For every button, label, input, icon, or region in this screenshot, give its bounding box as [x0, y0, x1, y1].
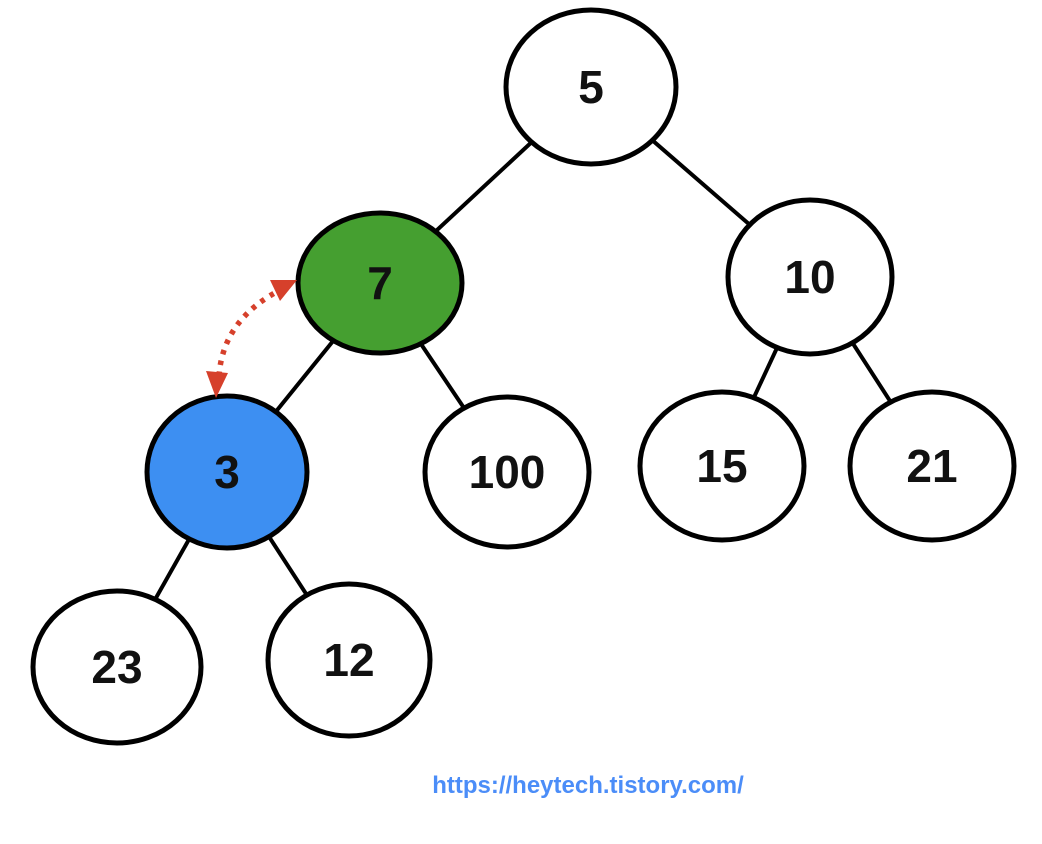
swap-arrowhead-bottom-icon	[206, 371, 228, 398]
swap-arrow	[206, 280, 297, 398]
node-circle	[503, 7, 679, 167]
swap-arrow-curve	[216, 285, 286, 377]
node-circle	[144, 393, 310, 551]
tree-node-23: 23	[30, 588, 204, 746]
node-label: 7	[367, 257, 393, 309]
node-label: 10	[784, 251, 835, 303]
node-circle	[30, 588, 204, 746]
node-circle	[422, 394, 592, 550]
tree-node-5: 5	[503, 7, 679, 167]
node-label: 5	[578, 61, 604, 113]
tree-node-100: 100	[422, 394, 592, 550]
node-label: 23	[91, 641, 142, 693]
tree-node-15: 15	[637, 389, 807, 543]
tree-node-7: 7	[295, 210, 465, 356]
node-label: 15	[696, 440, 747, 492]
tree-node-21: 21	[847, 389, 1017, 543]
node-circle	[725, 197, 895, 357]
watermark-url: https://heytech.tistory.com/	[432, 772, 744, 799]
swap-arrowhead-top-icon	[270, 280, 297, 301]
node-circle	[295, 210, 465, 356]
tree-edges	[115, 85, 934, 668]
node-label: 100	[469, 446, 546, 498]
tree-node-3: 3	[144, 393, 310, 551]
node-circle	[637, 389, 807, 543]
node-label: 3	[214, 446, 240, 498]
tree-node-10: 10	[725, 197, 895, 357]
node-label: 21	[906, 440, 957, 492]
node-circle	[265, 581, 433, 739]
node-circle	[847, 389, 1017, 543]
tree-node-12: 12	[265, 581, 433, 739]
node-label: 12	[323, 634, 374, 686]
